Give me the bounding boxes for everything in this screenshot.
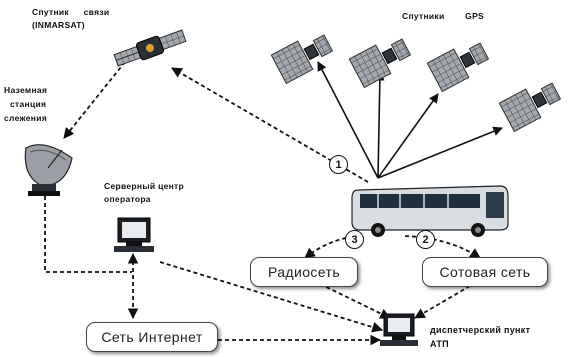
ground-station-label-line2: станция (10, 99, 47, 109)
dispatcher-label-line1: диспетчерский пункт (430, 325, 531, 335)
badge-2: 2 (416, 230, 435, 249)
dispatcher-label-line2: АТП (430, 339, 449, 349)
gps-satellites-label: Спутники GPS (402, 11, 485, 21)
dispatcher-computer-icon (380, 313, 418, 346)
gps-satellite-icon-2 (348, 38, 412, 89)
cellular-network-box: Сотовая сеть (422, 257, 548, 287)
ground-station-label-line3: слежения (4, 113, 47, 123)
inmarsat-satellite-icon (113, 29, 187, 67)
satellite-dish-icon (24, 144, 73, 196)
badge-1: 1 (329, 155, 348, 174)
comm-satellite-label: Спутник связи (32, 7, 110, 17)
radio-network-box: Радиосеть (250, 257, 358, 287)
ground-station-label-line1: Наземная (4, 85, 48, 95)
bus-icon (351, 185, 509, 237)
gps-satellite-icon-4 (498, 82, 562, 133)
gps-signal-lines (317, 61, 503, 179)
gps-satellite-icon-3 (426, 42, 490, 93)
badge-3: 3 (345, 230, 364, 249)
server-center-label-line1: Серверный центр (104, 181, 185, 191)
gps-satellite-icon-1 (270, 34, 334, 85)
internet-box: Сеть Интернет (86, 322, 218, 352)
comm-satellite-sublabel: (INMARSAT) (32, 20, 85, 30)
server-computer-icon (114, 217, 154, 252)
server-center-label-line2: оператора (104, 194, 151, 204)
